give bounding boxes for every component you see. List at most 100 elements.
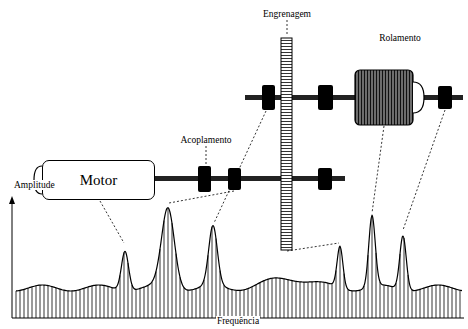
spectrum-bar — [384, 285, 385, 318]
spectrum-bar — [20, 290, 21, 318]
spectrum-bar — [292, 281, 293, 318]
spectrum-bar — [392, 287, 393, 318]
spectrum-bar — [88, 287, 89, 318]
spectrum-bar — [300, 282, 301, 318]
spectrum-bar — [264, 281, 265, 318]
spectrum-bar — [444, 286, 445, 318]
spectrum-bar — [396, 283, 397, 318]
spectrum-bar — [316, 282, 317, 318]
spectrum-bar — [288, 280, 289, 318]
motor-box: Motor — [42, 160, 155, 200]
spectrum-bar — [240, 290, 241, 318]
part-label: Acoplamento — [179, 135, 232, 145]
coupling-half — [228, 168, 241, 190]
spectrum-bar — [456, 289, 457, 318]
spectrum-envelope — [16, 208, 462, 291]
spectrum-bar — [172, 223, 173, 318]
spectrum-bar — [36, 286, 37, 318]
spectrum-bar — [380, 282, 381, 318]
part-label: Engrenagem — [262, 9, 312, 19]
spectrum-bar — [92, 286, 93, 318]
spectrum-bar — [204, 280, 205, 318]
spectrum-bar — [400, 254, 401, 318]
spectrum-bar — [152, 282, 153, 318]
spectrum-bar — [140, 288, 141, 318]
spectrum-bar — [196, 289, 197, 318]
spectrum-bar — [96, 285, 97, 318]
spectrum-bar — [360, 290, 361, 318]
spectrum-bar — [244, 290, 245, 318]
spectrum-bar — [116, 287, 117, 318]
spectrum-bar — [80, 290, 81, 318]
spectrum-bar — [424, 288, 425, 318]
spectrum-bar — [352, 291, 353, 318]
spectrum-bar — [144, 287, 145, 318]
spectrum-bar — [420, 289, 421, 318]
bearing-block — [318, 168, 332, 190]
part-label: Amplitude — [13, 180, 56, 190]
spectrum-bar — [236, 290, 237, 318]
spectrum-bar — [56, 288, 57, 318]
bearing-block — [438, 86, 452, 109]
upper-shaft — [245, 95, 463, 100]
spectrum-bar — [176, 254, 177, 318]
housing-cap — [413, 82, 424, 113]
spectrum-bar — [208, 255, 209, 318]
spectrum-bar — [348, 289, 349, 318]
spectrum-bar — [216, 239, 217, 318]
spectrum-bar — [312, 282, 313, 318]
spectrum-bar — [296, 281, 297, 318]
spectrum-bar — [248, 289, 249, 318]
spectrum-bar — [260, 283, 261, 318]
spectrum-bar — [320, 282, 321, 318]
spectrum-bar — [136, 289, 137, 318]
spectrum-bar — [272, 278, 273, 318]
spectrum-bar — [160, 249, 161, 318]
spectrum-bar — [228, 288, 229, 318]
part-label: Frequência — [216, 316, 260, 326]
spectrum-bar — [148, 285, 149, 318]
spectrum-bar — [24, 289, 25, 318]
leader-line — [372, 126, 384, 213]
spectrum-bar — [408, 275, 409, 318]
spectrum-bar — [328, 283, 329, 318]
spectrum-bar — [372, 215, 373, 318]
spectrum-bar — [412, 290, 413, 318]
leader-line — [403, 110, 445, 230]
leader-line — [206, 146, 207, 164]
spectrum-bar — [416, 290, 417, 318]
spectrum-bar — [84, 288, 85, 318]
spectrum-bar — [76, 290, 77, 318]
leader-line — [287, 20, 288, 36]
spectrum-bar — [180, 277, 181, 318]
spectrum-bar — [72, 291, 73, 318]
spectrum-bar — [304, 282, 305, 318]
spectrum-bar — [120, 275, 121, 318]
spectrum-bar — [40, 285, 41, 318]
spectrum-bar — [428, 287, 429, 318]
spectrum-bar — [188, 290, 189, 318]
spectrum-bar — [436, 285, 437, 318]
spectrum-bar — [128, 263, 129, 318]
spectrum-bar — [32, 287, 33, 318]
spectrum-bar — [200, 287, 201, 318]
spectrum-bar — [232, 290, 233, 318]
leader-line — [169, 191, 234, 203]
spectrum-bar — [404, 238, 405, 318]
leader-line — [214, 111, 266, 223]
spectrum-bar — [104, 285, 105, 318]
spectrum-bar — [280, 278, 281, 318]
spectrum-bar — [28, 288, 29, 318]
spectrum-bar — [268, 279, 269, 318]
spectrum-bar — [276, 278, 277, 318]
leader-line — [100, 201, 124, 243]
spectrum-bar — [324, 282, 325, 318]
axis-arrowhead — [9, 196, 15, 204]
spectrum-bar — [60, 289, 61, 318]
part-label: Rolamento — [378, 33, 422, 43]
spectrum-bar — [340, 246, 341, 318]
spectrum-bar — [356, 291, 357, 318]
spectrum-bar — [432, 286, 433, 318]
spectrum-bar — [252, 287, 253, 318]
spectrum-bar — [344, 274, 345, 318]
